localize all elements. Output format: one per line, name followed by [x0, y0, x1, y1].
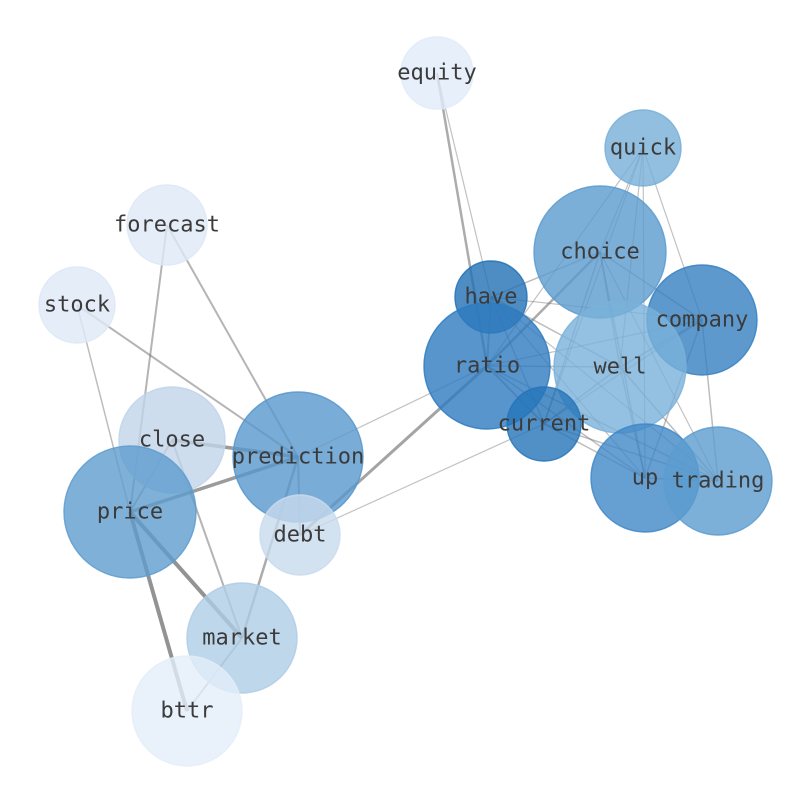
node-label-bttr: bttr [161, 699, 214, 724]
node-label-debt: debt [274, 523, 327, 548]
node-label-ratio: ratio [454, 354, 520, 379]
node-label-well: well [594, 355, 647, 380]
node-label-choice: choice [560, 240, 639, 265]
labels-layer: equity quick forecast stock choice have compan… [44, 61, 764, 724]
node-forecast [126, 184, 208, 266]
node-debt [259, 494, 341, 576]
node-label-forecast: forecast [114, 213, 220, 238]
node-label-company: company [656, 308, 749, 333]
node-current [506, 386, 582, 462]
node-label-price: price [97, 500, 163, 525]
node-bttr [131, 655, 243, 767]
node-label-have: have [465, 285, 518, 310]
node-label-prediction: prediction [232, 445, 364, 470]
node-equity [400, 36, 474, 110]
nodes-layer [38, 36, 773, 767]
node-price [63, 445, 197, 579]
node-label-current: current [498, 412, 591, 437]
node-label-stock: stock [44, 293, 110, 318]
node-label-up: up [632, 466, 659, 491]
edge-debt-current [299, 423, 545, 536]
edge-equity-have [436, 72, 492, 298]
node-label-equity: equity [397, 61, 476, 86]
node-label-quick: quick [610, 136, 676, 161]
node-label-close: close [139, 428, 205, 453]
node-stock [38, 266, 116, 344]
node-quick [604, 109, 682, 187]
node-label-trading: trading [672, 469, 765, 494]
node-label-market: market [202, 626, 281, 651]
node-trading [663, 426, 773, 536]
